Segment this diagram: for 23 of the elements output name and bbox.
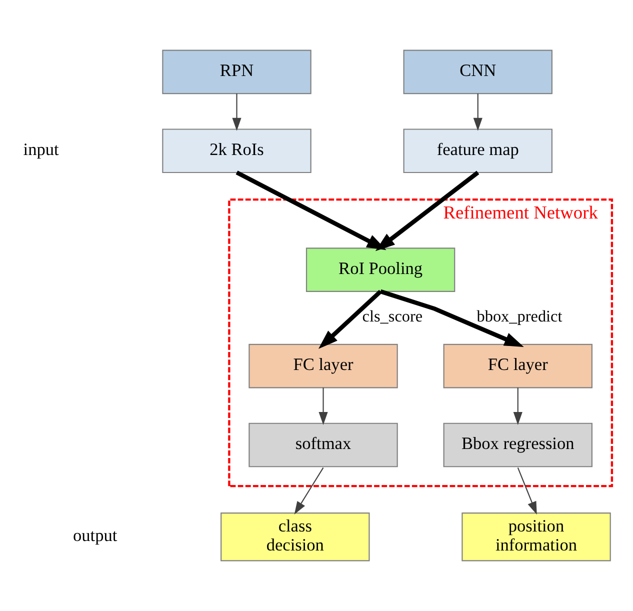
node-box: Bbox regression	[443, 422, 592, 468]
node-box: FC layer	[443, 344, 592, 388]
label: input	[23, 140, 59, 159]
arrow	[517, 467, 537, 515]
arrow	[513, 388, 522, 425]
node-box: 2k RoIs	[162, 128, 312, 174]
arrow	[232, 94, 242, 131]
arrow	[294, 467, 324, 514]
edge-label: bbox_predict	[476, 308, 562, 326]
node-box: RPN	[162, 50, 312, 94]
edge-label: cls_score	[362, 308, 423, 326]
node-box: FC layer	[248, 344, 398, 388]
arrow	[318, 388, 328, 425]
node-box: softmax	[248, 422, 398, 468]
node-box: CNN	[403, 50, 552, 94]
node-box: position information	[462, 512, 611, 562]
arrow	[318, 290, 382, 349]
arrow	[380, 289, 524, 347]
node-box: class decision	[220, 512, 370, 562]
node-box: feature map	[403, 128, 552, 174]
node-box: RoI Pooling	[306, 248, 456, 292]
label: output	[73, 526, 118, 545]
arrow	[473, 94, 482, 131]
